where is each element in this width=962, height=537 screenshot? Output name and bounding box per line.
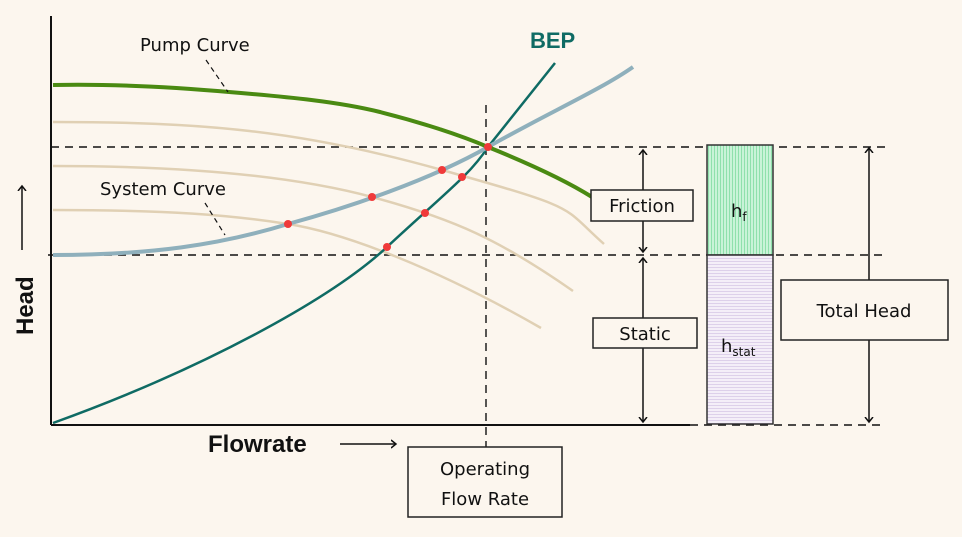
intersection-point: [368, 193, 376, 201]
friction-label: Friction: [609, 196, 675, 217]
bep-curve: [52, 62, 556, 425]
total-head-label: Total Head: [816, 301, 912, 322]
operating-label-line1: Operating: [440, 459, 530, 480]
h-f-label: hf: [731, 201, 747, 224]
h-stat-label: hstat: [721, 336, 756, 359]
intersection-point: [383, 243, 391, 251]
reduced-speed-curve-2: [52, 164, 574, 293]
system-curve: [52, 65, 635, 257]
intersection-point: [458, 173, 466, 181]
reduced-speed-curve-1: [52, 120, 605, 245]
static-box: [592, 317, 698, 349]
intersection-point: [284, 220, 292, 228]
static-head-bar: [706, 254, 774, 425]
operating-flow-rate-box: [407, 446, 563, 518]
pump-curve-label: Pump Curve: [140, 35, 250, 56]
bep-label: BEP: [530, 28, 575, 53]
intersection-point: [438, 166, 446, 174]
system-curve-label: System Curve: [100, 179, 226, 200]
intersection-point: [421, 209, 429, 217]
x-axis-title: Flowrate: [208, 431, 307, 458]
friction-box: [590, 189, 694, 222]
total-head-box: [780, 279, 949, 341]
static-label: Static: [619, 324, 670, 345]
operating-label-line2: Flow Rate: [441, 489, 529, 510]
y-axis-title: Head: [12, 276, 39, 335]
system-curve-leader: [204, 202, 226, 236]
pump-curve-leader: [205, 59, 229, 93]
intersection-points: [284, 143, 492, 251]
pump-curve: [52, 82, 594, 199]
bep-operating-point: [484, 143, 492, 151]
friction-head-bar: [706, 144, 774, 256]
